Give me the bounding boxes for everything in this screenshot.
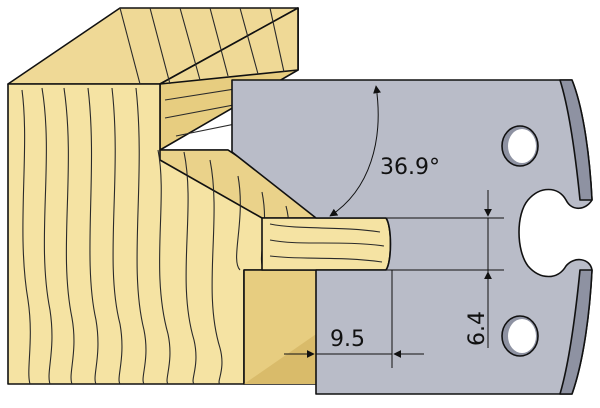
blade-bevel: [559, 79, 593, 201]
width-dimension: [284, 270, 424, 368]
blade-bevel-lower: [559, 269, 593, 395]
wood-bottom-slope: [244, 330, 322, 384]
mounting-hole-lower: [501, 315, 539, 357]
mounting-hole-upper: [501, 125, 539, 167]
depth-dimension: [386, 190, 504, 348]
depth-label: 6.4: [465, 311, 490, 346]
wood-grain: [21, 7, 295, 385]
wood-profile-edge: [159, 7, 299, 85]
angle-label: 36.9°: [380, 155, 440, 180]
width-label: 9.5: [330, 327, 365, 352]
angle-dimension: [329, 85, 382, 217]
